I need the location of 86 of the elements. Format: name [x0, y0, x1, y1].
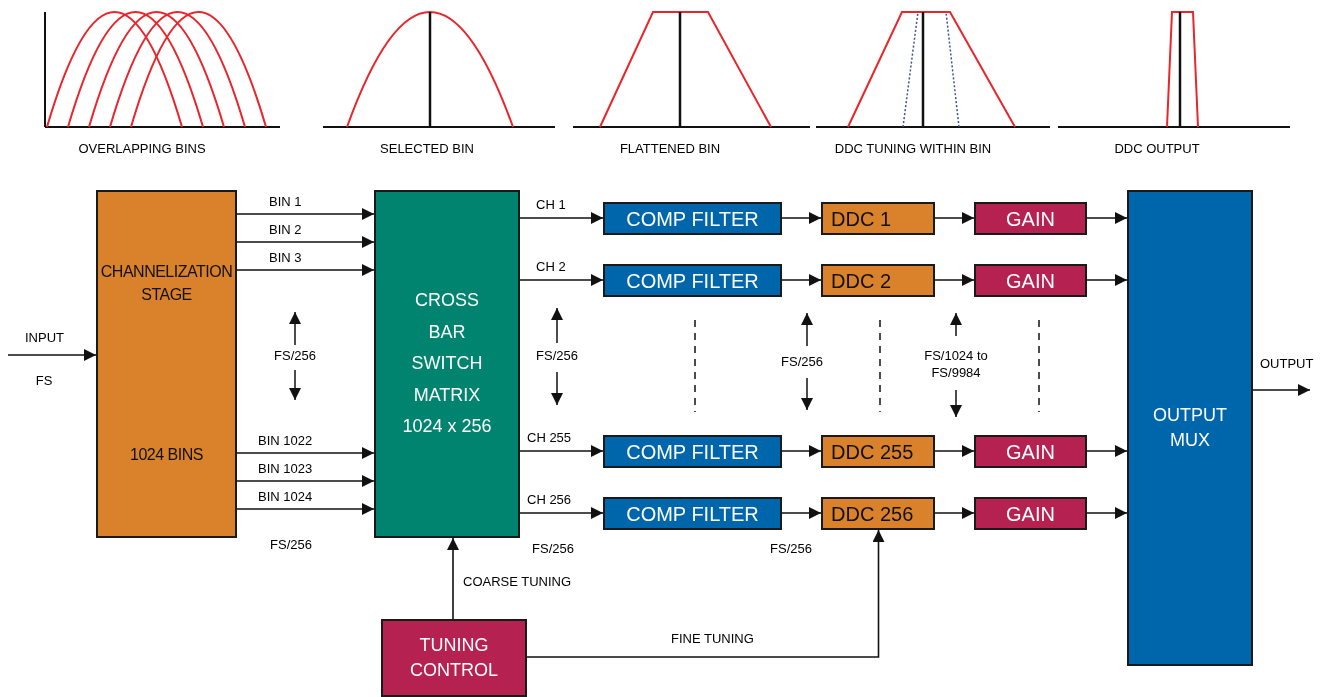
plot-caption: FLATTENED BIN: [619, 140, 721, 158]
arrow: [519, 212, 604, 224]
stage-block: [96, 190, 237, 538]
plot-caption: DDC OUTPUT: [1114, 140, 1200, 158]
edge-label: CH 2: [535, 259, 567, 274]
edge-label: BIN 1024: [257, 489, 314, 504]
block-label: DDC 255: [831, 441, 914, 462]
block-label: GAIN: [1006, 503, 1055, 524]
edge-label: BIN 1022: [257, 433, 314, 448]
gain-block: [974, 435, 1087, 468]
filter-block: [603, 497, 782, 530]
block-label: GAIN: [1006, 208, 1055, 229]
edge-label: OUTPUT: [1259, 356, 1315, 371]
arrow: [781, 212, 822, 224]
arrow: [526, 529, 885, 658]
block-label: COMP FILTER: [626, 441, 759, 462]
arrow: [1086, 212, 1128, 224]
rate-label: FS/1024 to FS/9984: [923, 348, 989, 382]
ddc-block: [821, 435, 935, 468]
arrow: [236, 447, 375, 459]
block-label: COMP FILTER: [626, 503, 759, 524]
block-label: 1024 BINS: [129, 445, 204, 466]
block-label: TUNING CONTROL: [409, 633, 499, 682]
arrow: [934, 445, 975, 457]
edge-label: BIN 2: [268, 222, 303, 237]
edge-label: BIN 1: [268, 194, 303, 209]
block-label: COMP FILTER: [626, 208, 759, 229]
arrow: [236, 264, 375, 276]
arrow: [781, 507, 822, 519]
edge-label: FINE TUNING: [670, 631, 755, 646]
arrow: [1086, 274, 1128, 286]
edge-label: BIN 3: [268, 250, 303, 265]
control-block: [381, 619, 527, 697]
plot-caption: DDC TUNING WITHIN BIN: [834, 140, 992, 158]
block-label: OUTPUT MUX: [1152, 403, 1228, 452]
rate-label: FS/256: [536, 347, 578, 365]
block-label: GAIN: [1006, 441, 1055, 462]
arrow: [1086, 507, 1128, 519]
arrow: [934, 507, 975, 519]
arrow: [519, 507, 604, 519]
rate-label: FS/256: [781, 353, 823, 371]
edge-label: COARSE TUNING: [462, 574, 573, 589]
arrow: [236, 503, 375, 515]
edge-label: BIN 1023: [257, 461, 314, 476]
plot-caption: OVERLAPPING BINS: [78, 140, 206, 158]
rate-label: FS/256: [770, 540, 812, 558]
arrow: [1086, 445, 1128, 457]
arrow: [934, 212, 975, 224]
ddc-block: [821, 264, 935, 297]
gain-block: [974, 264, 1087, 297]
ddc-block: [821, 202, 935, 235]
block-label: DDC 256: [831, 503, 914, 524]
gain-block: [974, 202, 1087, 235]
block-label: COMP FILTER: [626, 270, 759, 291]
block-label: CROSS BAR SWITCH MATRIX 1024 x 256: [401, 289, 493, 439]
signal-label: FS: [35, 372, 53, 390]
rate-label: FS/256: [270, 536, 312, 554]
arrow: [781, 445, 822, 457]
arrow: [519, 274, 604, 286]
mux-block: [1127, 190, 1253, 666]
block-label: GAIN: [1006, 270, 1055, 291]
gain-block: [974, 497, 1087, 530]
ddc-block: [821, 497, 935, 530]
filter-block: [603, 264, 782, 297]
edge-label: INPUT: [24, 330, 65, 345]
arrow: [934, 274, 975, 286]
arrow: [236, 208, 375, 220]
edge-label: CH 256: [526, 492, 573, 507]
edge-label: CH 1: [535, 197, 567, 212]
plot-caption: SELECTED BIN: [380, 140, 474, 158]
matrix-block: [374, 190, 520, 538]
arrow: [781, 274, 822, 286]
arrow: [236, 475, 375, 487]
filter-block: [603, 435, 782, 468]
block-label: DDC 2: [831, 270, 891, 291]
filter-block: [603, 202, 782, 235]
edge-label: CH 255: [526, 430, 573, 445]
arrow: [519, 445, 604, 457]
arrow: [236, 236, 375, 248]
arrow: [7, 349, 97, 361]
block-label: CHANNELIZATION STAGE: [99, 262, 234, 305]
arrow: [447, 537, 459, 620]
rate-label: FS/256: [532, 540, 574, 558]
arrow: [1252, 384, 1311, 396]
rate-label: FS/256: [274, 347, 316, 365]
block-label: DDC 1: [831, 208, 891, 229]
